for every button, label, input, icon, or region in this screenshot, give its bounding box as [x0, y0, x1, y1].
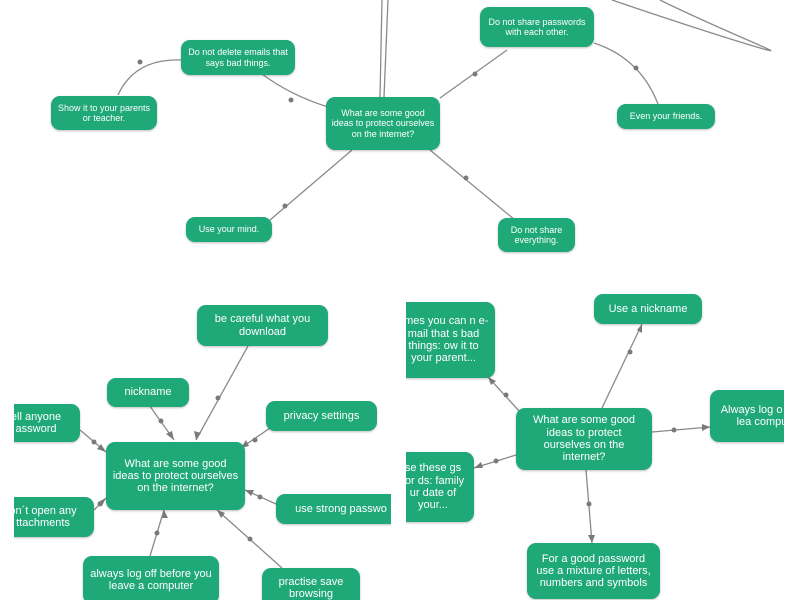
connector-dot: [215, 395, 221, 401]
connector-dot: [252, 437, 258, 443]
arrowhead: [217, 510, 225, 518]
arrowhead: [588, 535, 595, 543]
map2-node-practise[interactable]: practise save browsing: [262, 568, 360, 600]
mind-map-3: What are some good ideas to protect ours…: [406, 290, 784, 600]
arrowhead: [166, 431, 174, 440]
arrowhead: [702, 424, 710, 431]
edge-center-everything: [429, 149, 516, 221]
connector-dot: [154, 530, 160, 536]
connector-dot: [247, 536, 253, 542]
map2-node-strong[interactable]: use strong passwo: [276, 494, 391, 524]
mind-map-1: What are some good ideas to protect ours…: [0, 0, 800, 268]
edge-emails-show: [117, 59, 183, 96]
map1-node-show[interactable]: Show it to your parents or teacher.: [51, 96, 157, 130]
mind-map-1-connectors: [117, 0, 772, 221]
map2-node-tell[interactable]: ell anyone assword: [14, 404, 80, 442]
arrowhead: [474, 462, 483, 468]
map1-center-node[interactable]: What are some good ideas to protect ours…: [326, 97, 440, 150]
connector-dot: [493, 458, 499, 464]
connector-dot: [627, 349, 633, 355]
edge-center-mind: [269, 149, 353, 221]
connector-dot: [158, 418, 164, 424]
map1-node-emails[interactable]: Do not delete emails that says bad thing…: [181, 40, 295, 75]
map3-center-node[interactable]: What are some good ideas to protect ours…: [516, 408, 652, 470]
edge-top-line-2: [383, 0, 389, 98]
map3-node-nickname[interactable]: Use a nickname: [594, 294, 702, 324]
edge-center-emails: [261, 73, 329, 108]
connector-dot: [633, 65, 639, 71]
arrowhead: [488, 377, 496, 385]
arrowhead: [245, 490, 254, 496]
map1-node-everything[interactable]: Do not share everything.: [498, 218, 575, 252]
connector-dot: [472, 71, 478, 77]
connector-dot: [586, 501, 592, 507]
map1-node-friends[interactable]: Even your friends.: [617, 104, 715, 129]
map2-node-download[interactable]: be careful what you download: [197, 305, 328, 346]
connector-dot: [91, 439, 97, 445]
map2-node-nickname[interactable]: nickname: [107, 378, 189, 407]
connector-dot: [463, 175, 469, 181]
map2-node-attach[interactable]: on´t open any ttachments: [14, 497, 94, 537]
connector-dot: [97, 501, 103, 507]
map3-node-these[interactable]: se these gs for ds: family ur date of yo…: [406, 452, 474, 522]
map1-node-mind[interactable]: Use your mind.: [186, 217, 272, 242]
edge-center-nickname: [601, 323, 643, 409]
connector-dot: [288, 97, 294, 103]
arrowhead: [194, 431, 201, 440]
map2-node-privacy[interactable]: privacy settings: [266, 401, 377, 431]
map3-node-goodpw[interactable]: For a good password use a mixture of let…: [527, 543, 660, 599]
mind-map-3-connectors: [473, 323, 711, 544]
edge-passwords-friends: [593, 42, 659, 105]
map2-center-node[interactable]: What are some good ideas to protect ours…: [106, 442, 245, 510]
edge-top-right-loop: [611, 0, 772, 52]
map3-node-logof[interactable]: Always log o you lea compu: [710, 390, 784, 442]
mind-map-2: What are some good ideas to protect ours…: [14, 290, 391, 600]
connector-dot: [282, 203, 288, 209]
edge-center-logof: [651, 426, 711, 433]
edge-download-center: [195, 345, 249, 441]
connector-dot: [671, 427, 677, 433]
map1-node-passwords[interactable]: Do not share passwords with each other.: [480, 7, 594, 47]
connector-dot: [137, 59, 143, 65]
map2-node-logoff[interactable]: always log off before you leave a comput…: [83, 556, 219, 600]
arrowhead: [637, 324, 642, 333]
arrowhead: [162, 510, 168, 518]
connector-dot: [257, 494, 263, 500]
connector-dot: [503, 392, 509, 398]
arrowhead: [97, 444, 106, 452]
edge-top-line-1: [379, 0, 383, 98]
map3-node-sometimes[interactable]: times you can n e-mail that s bad things…: [406, 302, 495, 378]
